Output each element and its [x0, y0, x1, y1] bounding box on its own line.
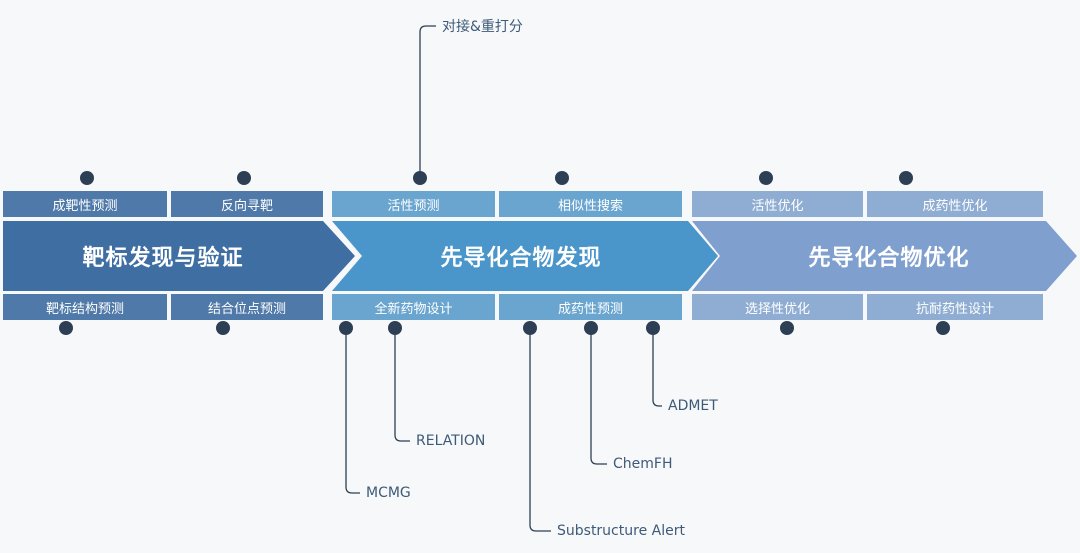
dot-bottom-8 [780, 321, 794, 335]
connector-relation [394, 329, 410, 442]
tool-label-admet: ADMET [668, 398, 718, 414]
task-label: 相似性搜索 [557, 198, 623, 214]
dot-bottom-7 [646, 321, 660, 335]
dot-top-1 [80, 171, 94, 185]
dot-bottom-5 [523, 321, 537, 335]
task-label: 结合位点预测 [207, 301, 286, 317]
connector-admet [652, 329, 662, 407]
dot-top-5 [759, 171, 773, 185]
dot-top-4 [555, 171, 569, 185]
stage1-arrow [3, 221, 355, 291]
task-box-reverse-target: 反向寻靶 [171, 191, 323, 217]
task-box-activity-optimization: 活性优化 [692, 191, 863, 217]
task-box-similarity-search: 相似性搜索 [499, 191, 682, 217]
stage2-arrow [332, 221, 718, 291]
task-box-selectivity-optimization: 选择性优化 [692, 294, 863, 320]
task-label: 成药性优化 [922, 198, 988, 214]
stage1-title: 靶标发现与验证 [82, 246, 244, 271]
tool-label-mcmg: MCMG [366, 485, 411, 501]
tool-label-docking: 对接&重打分 [442, 19, 523, 35]
task-label: 靶标结构预测 [45, 301, 124, 317]
stage2-title: 先导化合物发现 [440, 246, 602, 271]
task-box-resistance-design: 抗耐药性设计 [867, 294, 1043, 320]
stage3-title: 先导化合物优化 [808, 246, 970, 271]
task-label: 抗耐药性设计 [915, 301, 994, 317]
task-label: 选择性优化 [744, 301, 810, 317]
task-label: 活性预测 [387, 198, 440, 214]
task-box-druglikeness-optimization: 成药性优化 [867, 191, 1043, 217]
tool-label-substructure-alert: Substructure Alert [557, 523, 685, 539]
task-box-target-druggability: 成靶性预测 [3, 191, 167, 217]
dot-bottom-4 [388, 321, 402, 335]
dot-top-3 [413, 171, 427, 185]
stage3-arrow [692, 221, 1077, 291]
task-label: 成靶性预测 [52, 198, 118, 214]
task-box-activity-prediction: 活性预测 [332, 191, 495, 217]
tool-label-chemfh: ChemFH [613, 456, 673, 472]
task-label: 反向寻靶 [220, 198, 273, 214]
task-box-druglikeness-prediction: 成药性预测 [499, 294, 682, 320]
dot-bottom-2 [216, 321, 230, 335]
connector-mcmg [345, 329, 360, 494]
task-label: 活性优化 [751, 198, 804, 214]
task-box-target-structure: 靶标结构预测 [3, 294, 167, 320]
connector-substructure-alert [529, 329, 551, 532]
tool-label-relation: RELATION [416, 433, 486, 449]
task-label: 全新药物设计 [374, 301, 453, 317]
dot-top-2 [237, 171, 251, 185]
dot-bottom-6 [584, 321, 598, 335]
task-box-binding-site: 结合位点预测 [171, 294, 323, 320]
dot-bottom-1 [59, 321, 73, 335]
task-box-de-novo-design: 全新药物设计 [332, 294, 495, 320]
dot-top-6 [899, 171, 913, 185]
task-label: 成药性预测 [557, 301, 623, 317]
connector-chemfh [590, 329, 607, 465]
dot-bottom-3 [339, 321, 353, 335]
dot-bottom-9 [936, 321, 950, 335]
connector-docking [419, 25, 436, 178]
